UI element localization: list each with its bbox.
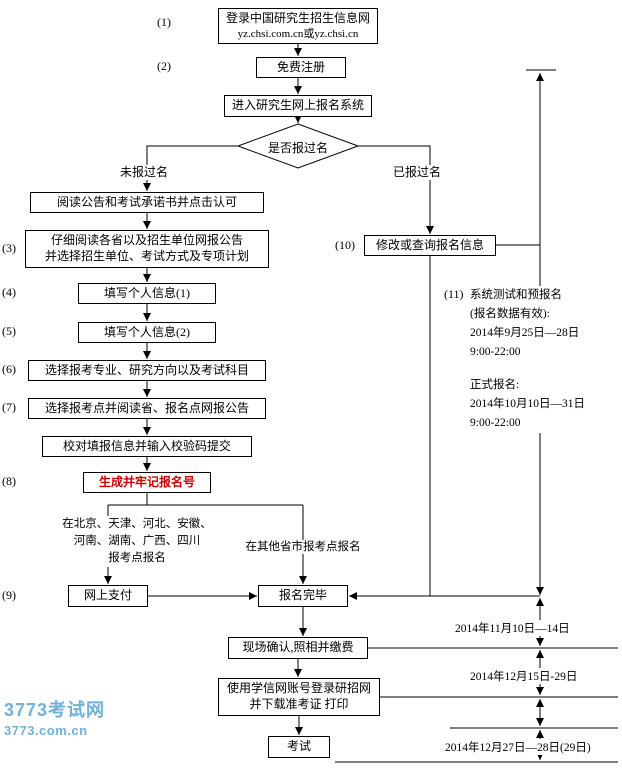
flow-node-pay-online: 网上支付 bbox=[68, 585, 148, 607]
timeline-note-line1: 系统测试和预报名 bbox=[470, 289, 562, 301]
read-province-line1: 仔细阅读各省以及招生单位网报公告 bbox=[50, 233, 243, 248]
timeline-note-line6: 2014年10月10日—31日 bbox=[470, 398, 585, 410]
timeline-note-line4: 9:00-22:00 bbox=[470, 346, 521, 358]
read-province-line2: 并选择招生单位、考试方式及专项计划 bbox=[44, 249, 249, 263]
branch-left-label: 在北京、天津、河北、安徽、 河南、湖南、广西、四川 报考点报名 bbox=[60, 516, 214, 567]
timeline-note-line3: 2014年9月25日—28日 bbox=[470, 327, 580, 339]
branch-right-label: 在其他省市报考点报名 bbox=[241, 540, 365, 555]
step-number-2: (2) bbox=[157, 59, 171, 73]
branch-left-line1: 在北京、天津、河北、安徽、 bbox=[62, 518, 212, 530]
timeline-note: 系统测试和预报名 (报名数据有效): 2014年9月25日—28日 9:00-2… bbox=[470, 286, 606, 433]
login-title: 登录中国研究生招生信息网 bbox=[225, 11, 370, 26]
step-number-10: (10) bbox=[335, 238, 355, 252]
decision-label: 是否报过名 bbox=[267, 141, 328, 155]
flow-node-read-notice: 阅读公告和考试承诺书并点击认可 bbox=[30, 192, 264, 213]
flow-node-confirm: 现场确认,照相并缴费 bbox=[228, 637, 368, 659]
branch-left-line2: 河南、湖南、广西、四川 bbox=[73, 535, 201, 547]
flow-node-verify-submit: 校对填报信息并输入校验码提交 bbox=[42, 436, 252, 457]
flow-node-register: 免费注册 bbox=[256, 57, 346, 78]
flow-node-choose-site: 选择报考点并阅读省、报名点网报公告 bbox=[28, 398, 266, 419]
step-number-11: (11) bbox=[444, 287, 464, 301]
flow-node-login: 登录中国研究生招生信息网 yz.chsi.com.cn或yz.chsi.cn bbox=[218, 8, 378, 44]
decision-diamond-shape bbox=[236, 123, 360, 169]
step-number-9: (9) bbox=[2, 588, 16, 602]
branch-yes-label: 已报过名 bbox=[387, 165, 447, 180]
flow-node-finish: 报名完毕 bbox=[258, 585, 348, 607]
watermark: 3773考试网 3773.com.cn bbox=[4, 696, 105, 738]
step-number-1: (1) bbox=[157, 15, 171, 29]
step-number-3: (3) bbox=[2, 241, 16, 255]
flow-node-choose-major: 选择报考专业、研究方向以及考试科目 bbox=[28, 360, 266, 381]
exam-period-date: 2014年12月27日—28日(29日) bbox=[445, 739, 591, 755]
flow-node-fill-info1: 填写个人信息(1) bbox=[78, 283, 216, 304]
flow-node-download-print: 使用学信网账号登录研招网 并下载准考证 打印 bbox=[218, 678, 380, 716]
flow-node-enter-system: 进入研究生网上报名系统 bbox=[224, 95, 372, 117]
watermark-title: 3773考试网 bbox=[4, 700, 106, 720]
flow-node-exam: 考试 bbox=[268, 736, 330, 758]
step-number-8: (8) bbox=[2, 474, 16, 488]
flow-node-generate-id: 生成并牢记报名号 bbox=[83, 472, 211, 493]
flow-node-read-province: 仔细阅读各省以及招生单位网报公告 并选择招生单位、考试方式及专项计划 bbox=[25, 230, 269, 268]
timeline-note-line2: (报名数据有效): bbox=[470, 308, 550, 320]
branch-left-line3: 报考点报名 bbox=[108, 552, 166, 564]
confirm-period-date: 2014年11月10日—14日 bbox=[455, 620, 570, 636]
watermark-url: 3773.com.cn bbox=[4, 723, 88, 738]
step-number-7: (7) bbox=[2, 400, 16, 414]
step-number-5: (5) bbox=[2, 324, 16, 338]
download-line2: 并下载准考证 打印 bbox=[249, 697, 349, 711]
step-number-6: (6) bbox=[2, 362, 16, 376]
download-line1: 使用学信网账号登录研招网 bbox=[226, 681, 371, 696]
flow-node-modify-query: 修改或查询报名信息 bbox=[364, 235, 496, 256]
timeline-note-line5: 正式报名: bbox=[470, 379, 520, 391]
branch-no-label: 未报过名 bbox=[115, 165, 173, 180]
timeline-note-line7: 9:00-22:00 bbox=[470, 417, 521, 429]
flow-node-fill-info2: 填写个人信息(2) bbox=[78, 322, 216, 343]
timeline-note-gap bbox=[470, 362, 606, 376]
login-url: yz.chsi.com.cn或yz.chsi.cn bbox=[237, 27, 359, 40]
step-number-4: (4) bbox=[2, 285, 16, 299]
download-period-date: 2014年12月15日-29日 bbox=[470, 668, 578, 684]
